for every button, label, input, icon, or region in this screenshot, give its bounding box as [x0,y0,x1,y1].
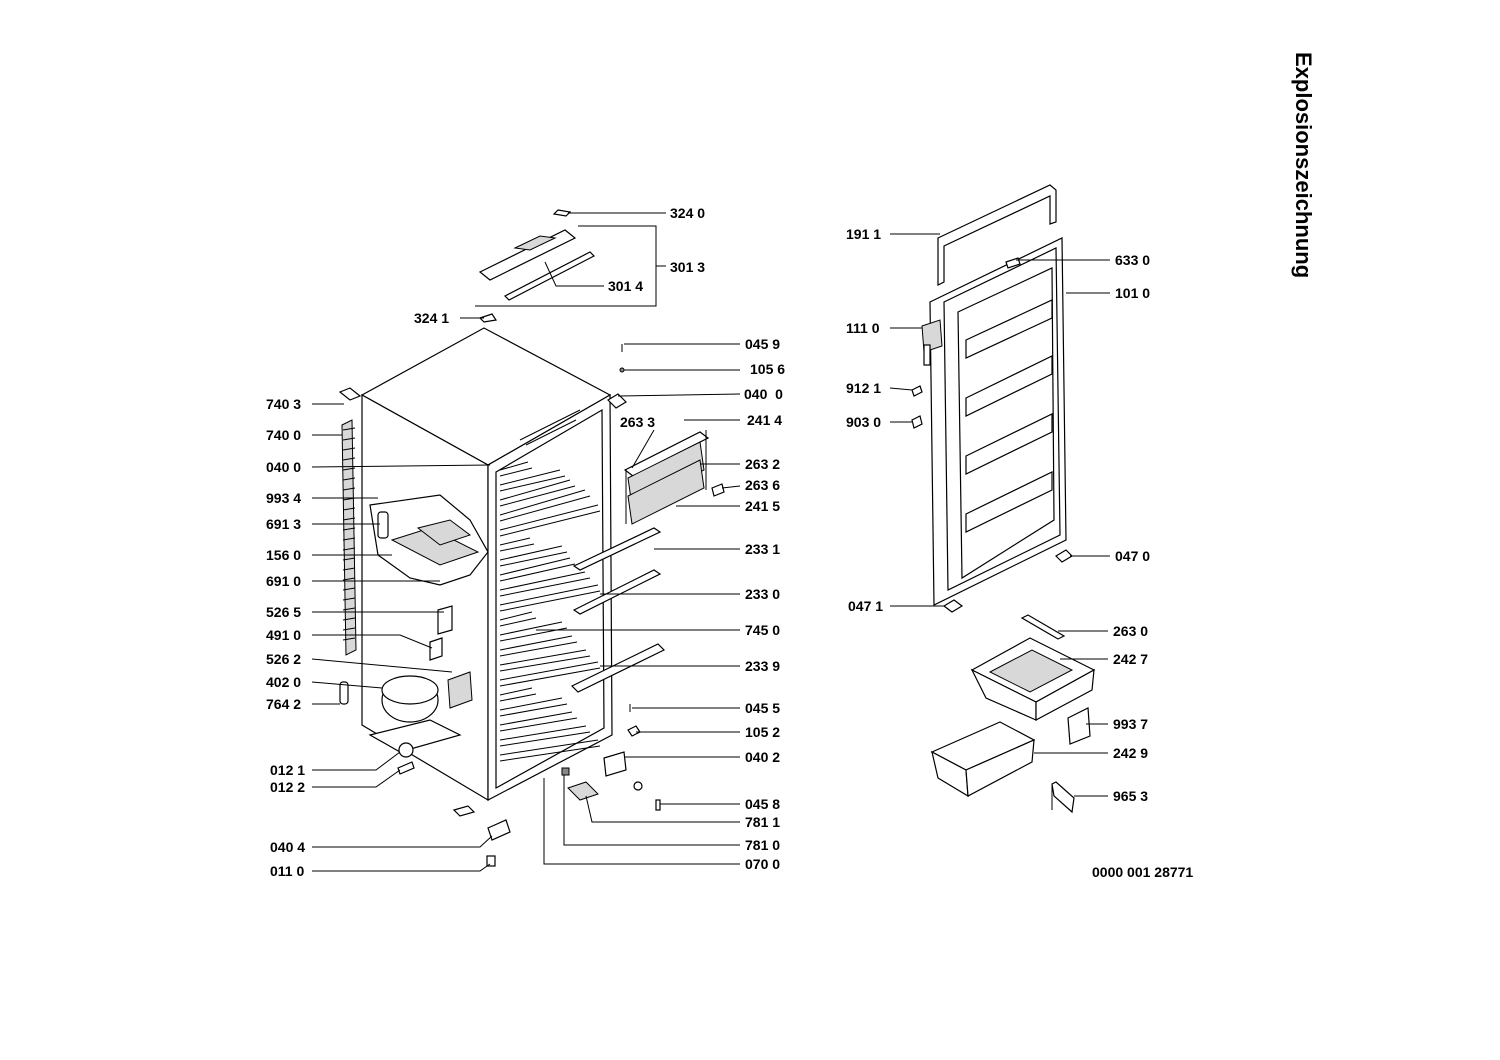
label-242-9: 242 9 [1113,745,1148,761]
label-526-5: 526 5 [266,604,301,620]
label-040-0-top: 040 0 [744,386,783,402]
racks-right [570,344,725,737]
document-number: 0000 001 28771 [1092,864,1194,880]
label-324-0: 324 0 [670,205,705,221]
label-263-2: 263 2 [745,456,780,472]
label-105-2: 105 2 [745,724,780,740]
label-402-0: 402 0 [266,674,301,690]
label-111-0: 111 0 [846,320,880,336]
label-301-4: 301 4 [608,278,643,294]
freezer-door [911,184,1073,613]
label-101-0: 101 0 [1115,285,1150,301]
label-764-2: 764 2 [266,696,301,712]
label-241-4: 241 4 [747,412,782,428]
control-panel [478,209,596,323]
label-491-0: 491 0 [266,627,301,643]
label-012-1: 012 1 [270,762,305,778]
label-263-0: 263 0 [1113,623,1148,639]
label-691-0: 691 0 [266,573,301,589]
condenser [338,387,362,705]
label-045-9: 045 9 [745,336,780,352]
label-263-3: 263 3 [620,414,655,430]
compressor [368,605,473,775]
leader-lines [311,212,1110,872]
label-045-5: 045 5 [745,700,780,716]
evaporator-plates [499,461,601,762]
label-040-0-left: 040 0 [266,459,301,475]
label-903-0: 903 0 [846,414,881,430]
drawers [930,614,1096,814]
label-740-3: 740 3 [266,396,301,412]
label-012-2: 012 2 [270,779,305,795]
part-labels: 324 0 301 3 301 4 324 1 045 9 105 6 040 … [266,205,1150,879]
label-781-0: 781 0 [745,837,780,853]
drawing-title: Explosionszeichnung [1291,52,1316,279]
label-526-2: 526 2 [266,651,301,667]
cover-unit [369,494,489,586]
label-241-5: 241 5 [745,498,780,514]
bottom-parts [452,751,661,867]
label-301-3: 301 3 [670,259,705,275]
label-040-2: 040 2 [745,749,780,765]
label-156-0: 156 0 [266,547,301,563]
label-263-6: 263 6 [745,477,780,493]
label-191-1: 191 1 [846,226,881,242]
label-912-1: 912 1 [846,380,881,396]
label-740-0: 740 0 [266,427,301,443]
label-965-3: 965 3 [1113,788,1148,804]
label-993-4: 993 4 [266,490,301,506]
label-105-6: 105 6 [750,361,785,377]
label-047-1: 047 1 [848,598,883,614]
label-070-0: 070 0 [745,856,780,872]
label-040-4: 040 4 [270,839,305,855]
label-011-0: 011 0 [270,863,304,879]
label-993-7: 993 7 [1113,716,1148,732]
label-691-3: 691 3 [266,516,301,532]
label-745-0: 745 0 [745,622,780,638]
label-047-0: 047 0 [1115,548,1150,564]
label-233-1: 233 1 [745,541,780,557]
label-324-1: 324 1 [414,310,449,326]
label-045-8: 045 8 [745,796,780,812]
label-233-0: 233 0 [745,586,780,602]
label-233-9: 233 9 [745,658,780,674]
label-242-7: 242 7 [1113,651,1148,667]
label-781-1: 781 1 [745,814,780,830]
label-633-0: 633 0 [1115,252,1150,268]
